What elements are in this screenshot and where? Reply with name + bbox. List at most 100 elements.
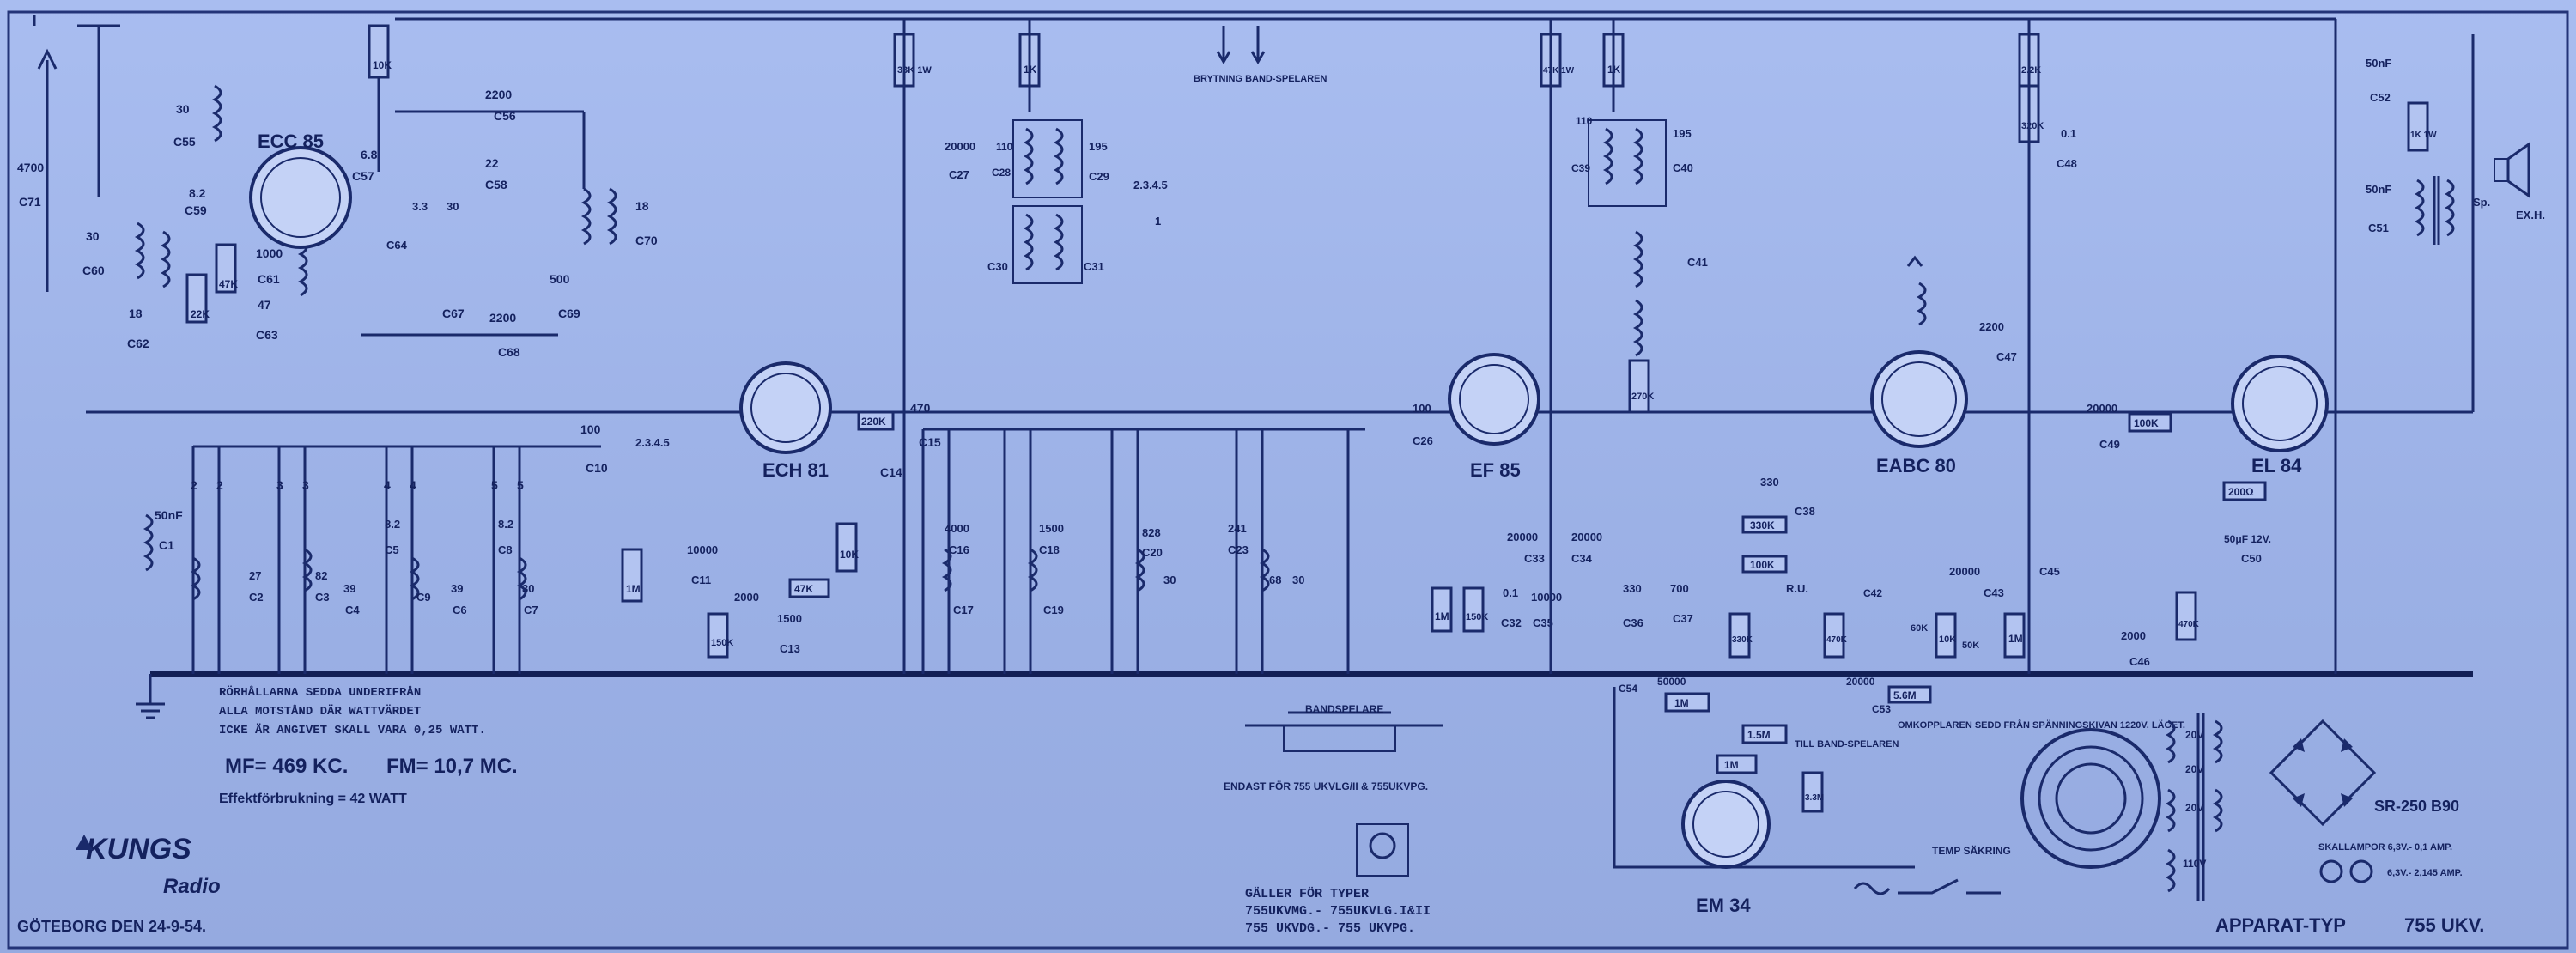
c42-ref: C42	[1863, 587, 1882, 599]
c50-ref: C50	[2241, 552, 2262, 565]
ru-label: R.U.	[1786, 582, 1808, 595]
v20a-label: 20V	[2185, 729, 2203, 741]
r-150-value: 150K	[1466, 612, 1488, 622]
note-rorhallarna-1: RÖRHÅLLARNA SEDDA UNDERIFRÅN	[219, 685, 421, 700]
mains-switch-icon	[1853, 878, 2001, 895]
c51-value: 50nF	[2366, 183, 2391, 196]
resistor-r3	[788, 578, 830, 598]
c6-ref: C6	[453, 604, 467, 616]
endast-label: ENDAST FÖR 755 UKVLG/II & 755UKVPG.	[1224, 780, 1428, 792]
switch-1-label: 1	[1155, 215, 1161, 228]
resistor-r8	[621, 548, 643, 603]
c13-ref: C13	[780, 642, 800, 655]
resistor-1m-ef85	[1431, 586, 1453, 633]
r2-value: 150K	[711, 638, 733, 648]
c29-ref: C29	[1089, 170, 1109, 183]
c54-ref: C54	[1619, 683, 1637, 695]
c63-value: 47	[258, 298, 271, 312]
resistor-r24	[1887, 685, 1932, 704]
c55-ref: C55	[173, 135, 196, 149]
c20-value: 828	[1142, 526, 1161, 539]
c58-ref: C58	[485, 178, 507, 191]
c52-ref: C52	[2370, 91, 2391, 104]
c32-ref: C32	[1501, 616, 1522, 629]
c31-ref: C31	[1084, 260, 1104, 273]
c4-ref: C4	[345, 604, 360, 616]
c40-value: 195	[1673, 127, 1692, 140]
c62-ref: C62	[127, 337, 149, 350]
c3-value: 82	[315, 569, 327, 582]
tube-ef85-label: EF 85	[1470, 459, 1521, 481]
switch-2345-b: 2.3.4.5	[1133, 179, 1168, 191]
logo-brand-text: KUNGS	[86, 833, 191, 865]
c40-ref: C40	[1673, 161, 1693, 174]
c65-value: 3.3	[412, 200, 428, 213]
c5-value: 8.2	[385, 518, 400, 531]
sheet-border	[7, 10, 2569, 950]
note-date: GÖTEBORG DEN 24-9-54.	[17, 918, 206, 935]
c37-ref: C37	[1673, 612, 1693, 625]
c46-value: 2000	[2121, 629, 2146, 642]
note-mf: MF= 469 KC.	[225, 755, 348, 778]
resistor-r16	[1741, 555, 1788, 574]
resistor-r13	[1728, 612, 1751, 659]
till-bandsp-label: TILL BAND-SPELAREN	[1795, 739, 1899, 750]
resistor-r12	[1628, 359, 1650, 414]
c34-ref: C34	[1571, 552, 1593, 565]
c60-ref: C60	[82, 264, 105, 277]
band-coils-mid	[921, 428, 1365, 674]
c20-ref: C20	[1142, 546, 1163, 559]
c14-ref: C14	[880, 465, 902, 479]
mains-transformer	[2165, 713, 2223, 901]
r21-value: 100K	[2134, 417, 2159, 429]
tube-eabc80	[1870, 350, 1968, 448]
output-transformer	[2414, 176, 2455, 245]
note-rorhallarna-2: ALLA MOTSTÅND DÄR WATTVÄRDET	[219, 704, 421, 719]
switch-pos-f: 4	[410, 478, 416, 492]
c8-value: 8.2	[498, 518, 513, 531]
c18-ref: C18	[1039, 543, 1060, 556]
tube-eabc80-label: EABC 80	[1876, 455, 1956, 476]
c53-value: 20000	[1846, 676, 1875, 688]
c55-value: 30	[176, 102, 190, 116]
resistor-r18	[2003, 612, 2026, 659]
tube-ef85-socket	[1459, 364, 1529, 434]
c45-ref: C45	[2039, 565, 2060, 578]
c39-value: 110	[1576, 115, 1593, 127]
tube-ech81	[739, 361, 832, 454]
c32-value: 0.1	[1503, 586, 1518, 599]
input-coils	[134, 84, 308, 297]
skallampor-label: SKALLAMPOR 6,3V.- 0,1 AMP.	[2318, 842, 2452, 853]
c8-ref: C8	[498, 543, 513, 556]
speaker-label: Sp.	[2473, 196, 2490, 209]
c63-ref: C63	[256, 328, 278, 342]
c27-ref: C27	[949, 168, 969, 181]
r4-value: 33K 1W	[897, 65, 932, 76]
note-galler-2: 755UKVMG.- 755UKVLG.I&II	[1245, 904, 1431, 919]
c53-ref: C53	[1872, 703, 1891, 715]
c35b-ref: C35	[1533, 616, 1553, 629]
switch-pos-e: 4	[384, 478, 391, 492]
r22-value: 320K	[2021, 121, 2044, 131]
r20-value: 2.2K	[2021, 65, 2041, 76]
bandspelare-label: BANDSPELARE	[1305, 703, 1383, 715]
c67-ref: C67	[442, 307, 465, 320]
r16-value: 100K	[1750, 559, 1775, 571]
c24-value: 68	[1269, 574, 1281, 586]
c47-value: 2200	[1979, 320, 2004, 333]
resistor-r26	[1741, 724, 1788, 744]
switch-2345-label: 2.3.4.5	[635, 436, 670, 449]
exh-label: EX.H.	[2516, 209, 2545, 222]
tape-connector	[1245, 711, 1443, 877]
tube-ef85	[1448, 353, 1540, 446]
dial-lamp-icons	[2319, 859, 2373, 883]
note-galler-3: 755 UKVDG.- 755 UKVPG.	[1245, 921, 1415, 936]
tube-em34-label: EM 34	[1696, 895, 1751, 916]
resistor-r25	[1664, 692, 1710, 713]
resistor-r6	[215, 243, 237, 294]
c4-value: 39	[343, 582, 355, 595]
r18-value: 1M	[2008, 633, 2023, 645]
tube-ecc85-label: ECC 85	[258, 131, 324, 152]
c27-value: 20000	[945, 140, 975, 153]
c71-ref: C71	[19, 195, 41, 209]
